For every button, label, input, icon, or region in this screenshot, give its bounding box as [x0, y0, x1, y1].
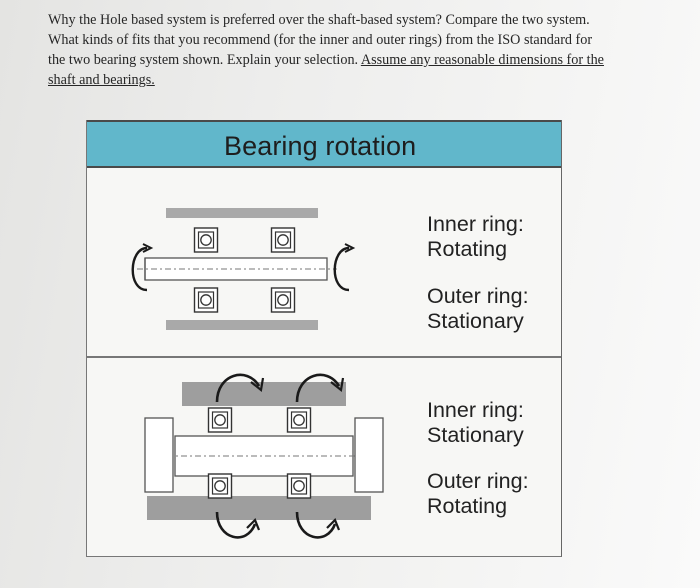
rotation-arrow-icon	[295, 373, 341, 403]
ball-bearing-icon	[286, 473, 312, 499]
outer-ring-heading: Outer ring:	[427, 284, 529, 308]
rotation-arrow-icon	[131, 246, 148, 292]
case1-inner-label: Inner ring: Rotating	[427, 212, 524, 262]
case2-inner-label: Inner ring: Stationary	[427, 398, 524, 448]
ball-bearing-icon	[193, 227, 219, 253]
question-line-1: Why the Hole based system is preferred o…	[48, 12, 590, 28]
outer-ring-state: Stationary	[427, 309, 524, 333]
end-support-right	[354, 417, 384, 493]
inner-ring-heading: Inner ring:	[427, 398, 524, 422]
outer-rotating-diagram	[144, 373, 384, 539]
outer-sleeve-bottom	[147, 496, 371, 520]
rotation-arrow-icon	[333, 246, 350, 292]
rotation-arrow-icon	[215, 373, 261, 403]
question-line-4: shaft and bearings.	[48, 72, 155, 88]
case2-outer-label: Outer ring: Rotating	[427, 469, 529, 519]
inner-ring-state: Rotating	[427, 237, 508, 261]
figure-divider	[87, 356, 561, 358]
case1-outer-label: Outer ring: Stationary	[427, 284, 529, 334]
question-line-3-underlined: Assume any reasonable dimensions for the	[360, 52, 604, 68]
rotation-arrow-icon	[295, 511, 337, 539]
outer-sleeve-top	[182, 382, 346, 406]
ball-bearing-icon	[193, 287, 219, 313]
inner-ring-state: Stationary	[427, 423, 524, 447]
ball-bearing-icon	[286, 407, 312, 433]
rotation-arrow-icon	[215, 511, 257, 539]
ball-bearing-icon	[207, 407, 233, 433]
figure-title: Bearing rotation	[224, 131, 417, 161]
outer-housing-bottom	[166, 320, 318, 330]
outer-ring-heading: Outer ring:	[427, 469, 529, 493]
ball-bearing-icon	[207, 473, 233, 499]
inner-ring-heading: Inner ring:	[427, 212, 524, 236]
inner-rotating-diagram	[131, 208, 356, 330]
outer-housing-top	[166, 208, 318, 218]
bearing-diagrams	[131, 208, 384, 539]
ball-bearing-icon	[270, 287, 296, 313]
ball-bearing-icon	[270, 227, 296, 253]
question-line-3: the two bearing system shown. Explain yo…	[48, 50, 658, 70]
question-text: Why the Hole based system is preferred o…	[48, 10, 658, 90]
question-line-3-plain: the two bearing system shown. Explain yo…	[48, 52, 361, 68]
end-support-left	[144, 417, 174, 493]
outer-ring-state: Rotating	[427, 494, 508, 518]
question-line-2: What kinds of fits that you recommend (f…	[48, 32, 593, 48]
bearing-rotation-figure: Bearing rotation	[86, 120, 562, 557]
figure-header: Bearing rotation	[87, 120, 561, 168]
